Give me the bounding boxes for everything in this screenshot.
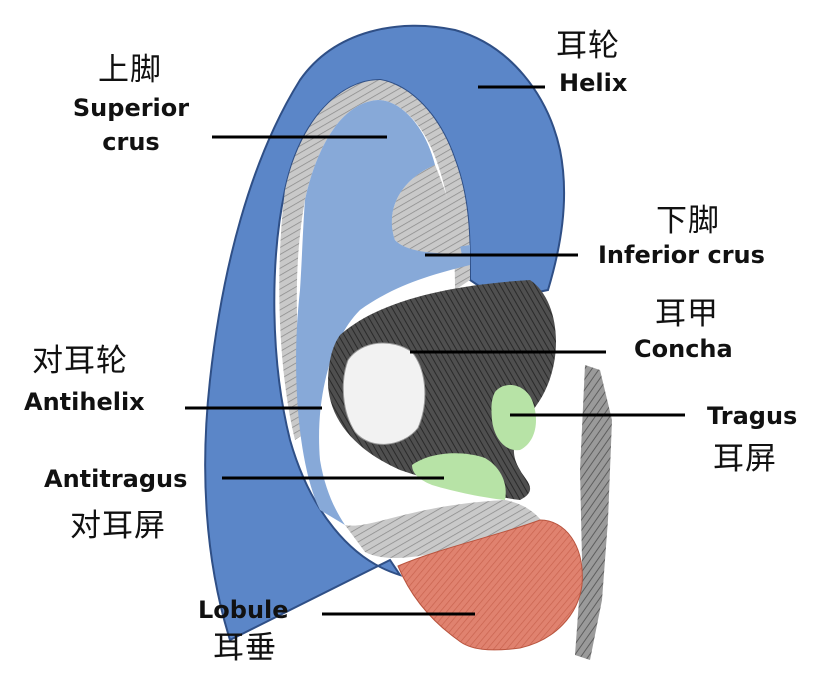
- triangular-fossa: [391, 165, 462, 255]
- antitragus-zh: 对耳屏: [70, 508, 166, 544]
- helix-region: [204, 24, 566, 642]
- tragus-en: Tragus: [707, 402, 798, 430]
- concha-bowl: [342, 342, 426, 445]
- lobule-zh: 耳垂: [213, 630, 277, 666]
- concha-en: Concha: [634, 335, 733, 363]
- superior-crus-en: Superior crus: [66, 94, 196, 157]
- pointer-lines: [185, 85, 685, 616]
- antihelix-region: [296, 100, 470, 525]
- lobule-en: Lobule: [198, 596, 289, 624]
- antihelix-en: Antihelix: [24, 388, 145, 416]
- superior-crus-zh: 上脚: [98, 52, 162, 88]
- inferior-crus-zh: 下脚: [656, 203, 720, 239]
- superior-crus-en-line1: Superior: [72, 94, 190, 122]
- helix-zh: 耳轮: [556, 28, 620, 64]
- intertragic-skin: [345, 500, 548, 558]
- antitragus-region: [412, 453, 506, 500]
- concha-region: [328, 280, 557, 500]
- superior-crus-en-line2: crus: [102, 128, 160, 157]
- tragus-zh: 耳屏: [713, 441, 777, 477]
- face-edge: [575, 365, 612, 660]
- concha-zh: 耳甲: [655, 296, 719, 332]
- antihelix-zh: 对耳轮: [32, 343, 128, 379]
- inferior-crus-en: Inferior crus: [598, 241, 765, 269]
- helix-en: Helix: [559, 69, 628, 97]
- tragus-region: [491, 385, 536, 451]
- antitragus-en: Antitragus: [44, 465, 188, 493]
- lobule-region: [397, 519, 583, 651]
